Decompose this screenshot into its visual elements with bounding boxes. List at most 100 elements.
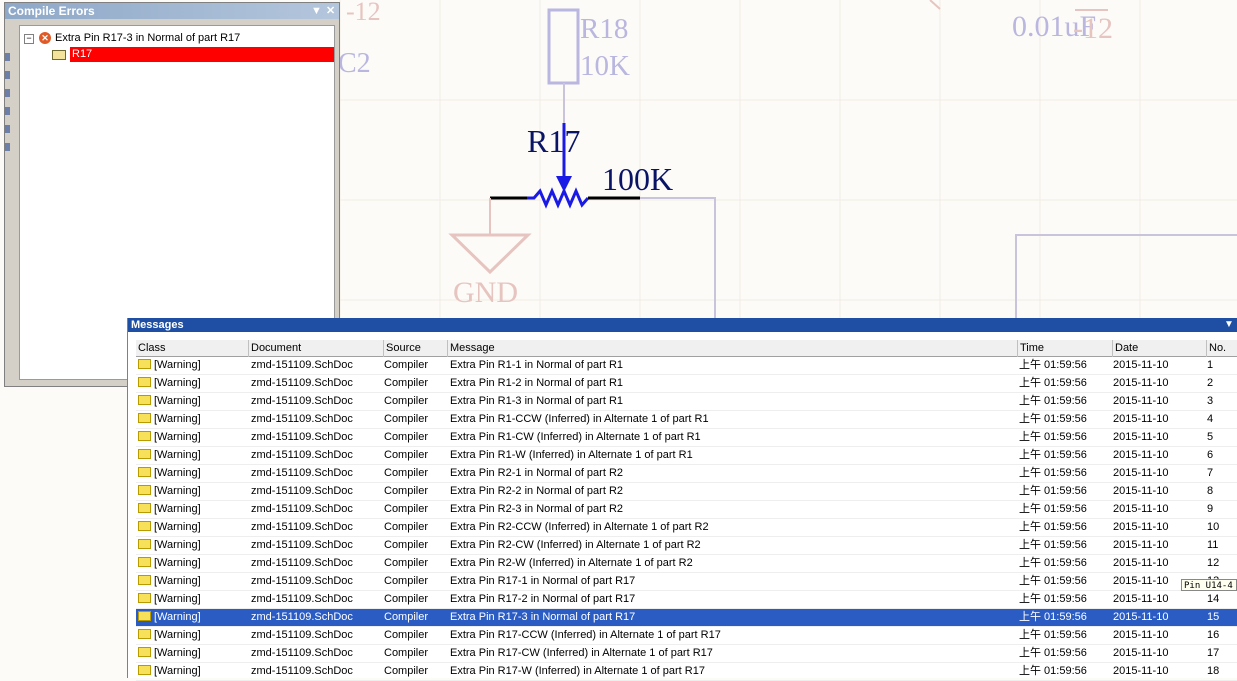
schematic-grid: [339, 0, 1237, 320]
row-class: [Warning]: [138, 501, 249, 518]
row-source: Compiler: [384, 431, 429, 443]
row-time: 上午 01:59:56: [1019, 503, 1087, 515]
compile-errors-titlebar[interactable]: Compile Errors ▼ ✕: [5, 3, 339, 19]
row-message: Extra Pin R1-CCW (Inferred) in Alternate…: [450, 413, 709, 425]
row-class: [Warning]: [138, 609, 249, 626]
row-source: Compiler: [384, 521, 429, 533]
row-time: 上午 01:59:56: [1019, 449, 1087, 461]
row-class: [Warning]: [138, 519, 249, 536]
row-class: [Warning]: [138, 537, 249, 554]
row-time: 上午 01:59:56: [1019, 485, 1087, 497]
row-class: [Warning]: [138, 447, 249, 464]
row-number: 14: [1207, 593, 1220, 605]
row-number: 10: [1207, 521, 1220, 533]
row-message: Extra Pin R2-2 in Normal of part R2: [450, 485, 624, 497]
capacitor-value: 0.01uF: [1012, 10, 1096, 43]
row-class-label: [Warning]: [154, 611, 201, 623]
row-date: 2015-11-10: [1113, 485, 1169, 497]
column-header-time[interactable]: Time: [1018, 340, 1113, 357]
row-document: zmd-151109.SchDoc: [251, 377, 353, 389]
column-header-source[interactable]: Source: [384, 340, 448, 357]
row-number: 6: [1207, 449, 1214, 461]
row-source: Compiler: [384, 539, 429, 551]
close-icon[interactable]: ✕: [326, 5, 336, 17]
tree-item-error[interactable]: Extra Pin R17-3 in Normal of part R17: [55, 32, 241, 44]
row-class-label: [Warning]: [154, 413, 201, 425]
messages-grid: Class Document Source Message Time Date …: [136, 340, 1237, 681]
row-class-label: [Warning]: [154, 377, 201, 389]
row-time: 上午 01:59:56: [1019, 467, 1087, 479]
row-source: Compiler: [384, 449, 429, 461]
column-header-no[interactable]: No.: [1209, 342, 1227, 354]
messages-panel: Messages ▼ Class Document Source Message…: [127, 318, 1237, 681]
messages-titlebar[interactable]: Messages ▼: [128, 318, 1237, 332]
column-header-message[interactable]: Message: [448, 340, 1018, 357]
row-date: 2015-11-10: [1113, 665, 1169, 677]
column-header-date[interactable]: Date: [1113, 340, 1207, 357]
row-class-label: [Warning]: [154, 395, 201, 407]
folder-icon: [138, 485, 151, 495]
row-number: 15: [1207, 611, 1220, 623]
row-time: 上午 01:59:56: [1019, 521, 1087, 533]
column-header-document[interactable]: Document: [249, 340, 384, 357]
folder-icon: [138, 611, 151, 621]
folder-icon: [138, 539, 151, 549]
panel-menu-icon[interactable]: ▼: [1224, 319, 1234, 330]
gnd-symbol[interactable]: [448, 233, 532, 275]
row-time: 上午 01:59:56: [1019, 665, 1087, 677]
row-source: Compiler: [384, 611, 429, 623]
potentiometer-r17[interactable]: [490, 123, 640, 209]
row-date: 2015-11-10: [1113, 449, 1169, 461]
error-icon: ✕: [39, 32, 51, 44]
row-class: [Warning]: [138, 663, 249, 680]
row-time: 上午 01:59:56: [1019, 377, 1087, 389]
row-class-label: [Warning]: [154, 647, 201, 659]
folder-icon: [138, 575, 151, 585]
row-document: zmd-151109.SchDoc: [251, 395, 353, 407]
row-time: 上午 01:59:56: [1019, 359, 1087, 371]
row-source: Compiler: [384, 593, 429, 605]
panel-menu-icon[interactable]: ▼: [311, 5, 322, 17]
row-date: 2015-11-10: [1113, 611, 1169, 623]
folder-icon: [138, 449, 151, 459]
tree-item-r17[interactable]: R17: [70, 47, 334, 62]
row-number: 18: [1207, 665, 1220, 677]
row-number: 11: [1207, 539, 1219, 551]
row-time: 上午 01:59:56: [1019, 611, 1087, 623]
row-class: [Warning]: [138, 555, 249, 572]
compile-errors-title: Compile Errors: [8, 4, 95, 18]
resistor-r18-body[interactable]: [547, 8, 580, 85]
folder-icon: [138, 647, 151, 657]
row-document: zmd-151109.SchDoc: [251, 359, 353, 371]
row-class: [Warning]: [138, 465, 249, 482]
row-date: 2015-11-10: [1113, 539, 1169, 551]
row-source: Compiler: [384, 665, 429, 677]
row-date: 2015-11-10: [1113, 413, 1169, 425]
column-header-class[interactable]: Class: [136, 340, 249, 357]
row-class-label: [Warning]: [154, 575, 201, 587]
row-source: Compiler: [384, 395, 429, 407]
tree-collapse-icon[interactable]: −: [24, 34, 34, 44]
folder-icon: [138, 359, 151, 369]
row-number: 16: [1207, 629, 1220, 641]
row-date: 2015-11-10: [1113, 575, 1169, 587]
